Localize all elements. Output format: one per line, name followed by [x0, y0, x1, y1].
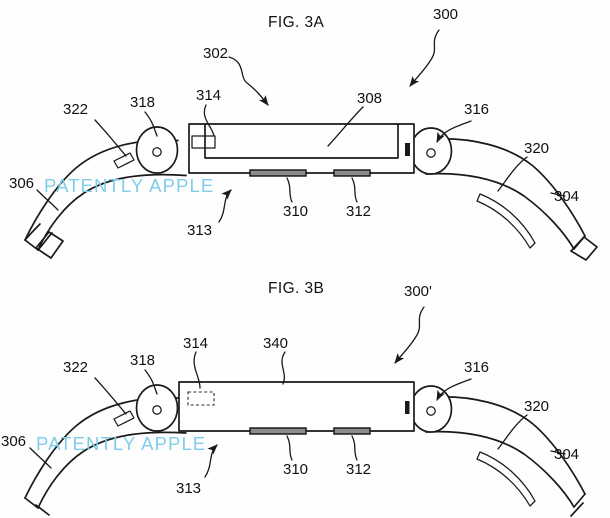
- callout-300: 300: [409, 6, 458, 87]
- callout-318: 318: [130, 94, 158, 137]
- callout-306: 306: [9, 175, 59, 211]
- right-hinge-316: [409, 127, 453, 175]
- callout-310: 310: [283, 177, 308, 220]
- ref-label-312: 312: [346, 203, 371, 220]
- figure-3b-group: FIG. 3B: [1, 280, 586, 517]
- ref-label-322-b: 322: [63, 359, 88, 376]
- callout-318-b: 318: [130, 352, 158, 395]
- ref-label-310: 310: [283, 203, 308, 220]
- right-inner-tab: [405, 143, 410, 156]
- right-band-304-b: [425, 395, 586, 517]
- callout-322-b: 322: [63, 359, 127, 415]
- callout-320: 320: [497, 140, 549, 192]
- right-hinge-316-b: [409, 385, 453, 433]
- ref-label-304-b: 304: [554, 446, 579, 463]
- ref-label-312-b: 312: [346, 461, 371, 478]
- figure-3a-title: FIG. 3A: [268, 14, 324, 31]
- right-band-slot-320: [476, 193, 536, 249]
- ref-label-300-prime: 300': [404, 283, 432, 300]
- watermark-patently-apple-top: PATENTLY APPLE: [44, 175, 214, 196]
- left-band-slot-322-b: [113, 410, 135, 427]
- ref-label-314-b: 314: [183, 335, 208, 352]
- ref-label-300: 300: [433, 6, 458, 23]
- ref-label-316-b: 316: [464, 359, 489, 376]
- callout-313: 313: [187, 189, 232, 239]
- ref-label-318-b: 318: [130, 352, 155, 369]
- ref-label-340: 340: [263, 335, 288, 352]
- callout-308: 308: [327, 90, 382, 147]
- ref-label-306-b: 306: [1, 433, 26, 450]
- ref-label-318: 318: [130, 94, 155, 111]
- connector-314: [191, 135, 216, 149]
- ref-label-310-b: 310: [283, 461, 308, 478]
- callout-340: 340: [263, 335, 288, 385]
- ref-label-302: 302: [203, 45, 228, 62]
- callout-306-b: 306: [1, 433, 52, 469]
- callout-304: 304: [550, 188, 579, 205]
- right-inner-tab-b: [405, 401, 410, 414]
- ref-label-320-b: 320: [524, 398, 549, 415]
- callout-314-b: 314: [183, 335, 208, 389]
- ref-label-314: 314: [196, 87, 221, 104]
- right-band-slot-320-b: [476, 451, 536, 507]
- callout-322: 322: [63, 101, 127, 157]
- callout-300-prime: 300': [394, 283, 432, 364]
- left-hinge-318: [135, 126, 179, 174]
- callout-302: 302: [203, 45, 269, 106]
- callout-316-b: 316: [436, 359, 489, 401]
- sensor-310: [249, 169, 307, 177]
- ref-label-316: 316: [464, 101, 489, 118]
- left-hinge-318-b: [135, 384, 179, 432]
- callout-312: 312: [346, 177, 371, 220]
- housing-body-340: [178, 381, 415, 432]
- sensor-310-b: [249, 427, 307, 435]
- callout-310-b: 310: [283, 435, 308, 478]
- callout-314: 314: [196, 87, 221, 137]
- ref-label-313-b: 313: [176, 480, 201, 497]
- figure-3a-group: FIG. 3A: [9, 6, 598, 261]
- callout-313-b: 313: [176, 444, 218, 497]
- right-band-304: [425, 137, 598, 261]
- device-body-302: [188, 123, 415, 174]
- callout-316: 316: [436, 101, 489, 143]
- callout-312-b: 312: [346, 435, 371, 478]
- callout-320-b: 320: [497, 398, 549, 450]
- ref-label-320: 320: [524, 140, 549, 157]
- callout-304-b: 304: [550, 446, 579, 463]
- left-band-slot-322: [113, 152, 135, 169]
- ref-label-322: 322: [63, 101, 88, 118]
- ref-label-304: 304: [554, 188, 579, 205]
- sensor-312-b: [333, 427, 371, 435]
- watermark-patently-apple-bottom: PATENTLY APPLE: [36, 433, 206, 454]
- connector-314-b: [187, 391, 215, 406]
- sensor-312: [333, 169, 371, 177]
- ref-label-313: 313: [187, 222, 212, 239]
- figure-3b-title: FIG. 3B: [268, 280, 324, 297]
- ref-label-306: 306: [9, 175, 34, 192]
- ref-label-308: 308: [357, 90, 382, 107]
